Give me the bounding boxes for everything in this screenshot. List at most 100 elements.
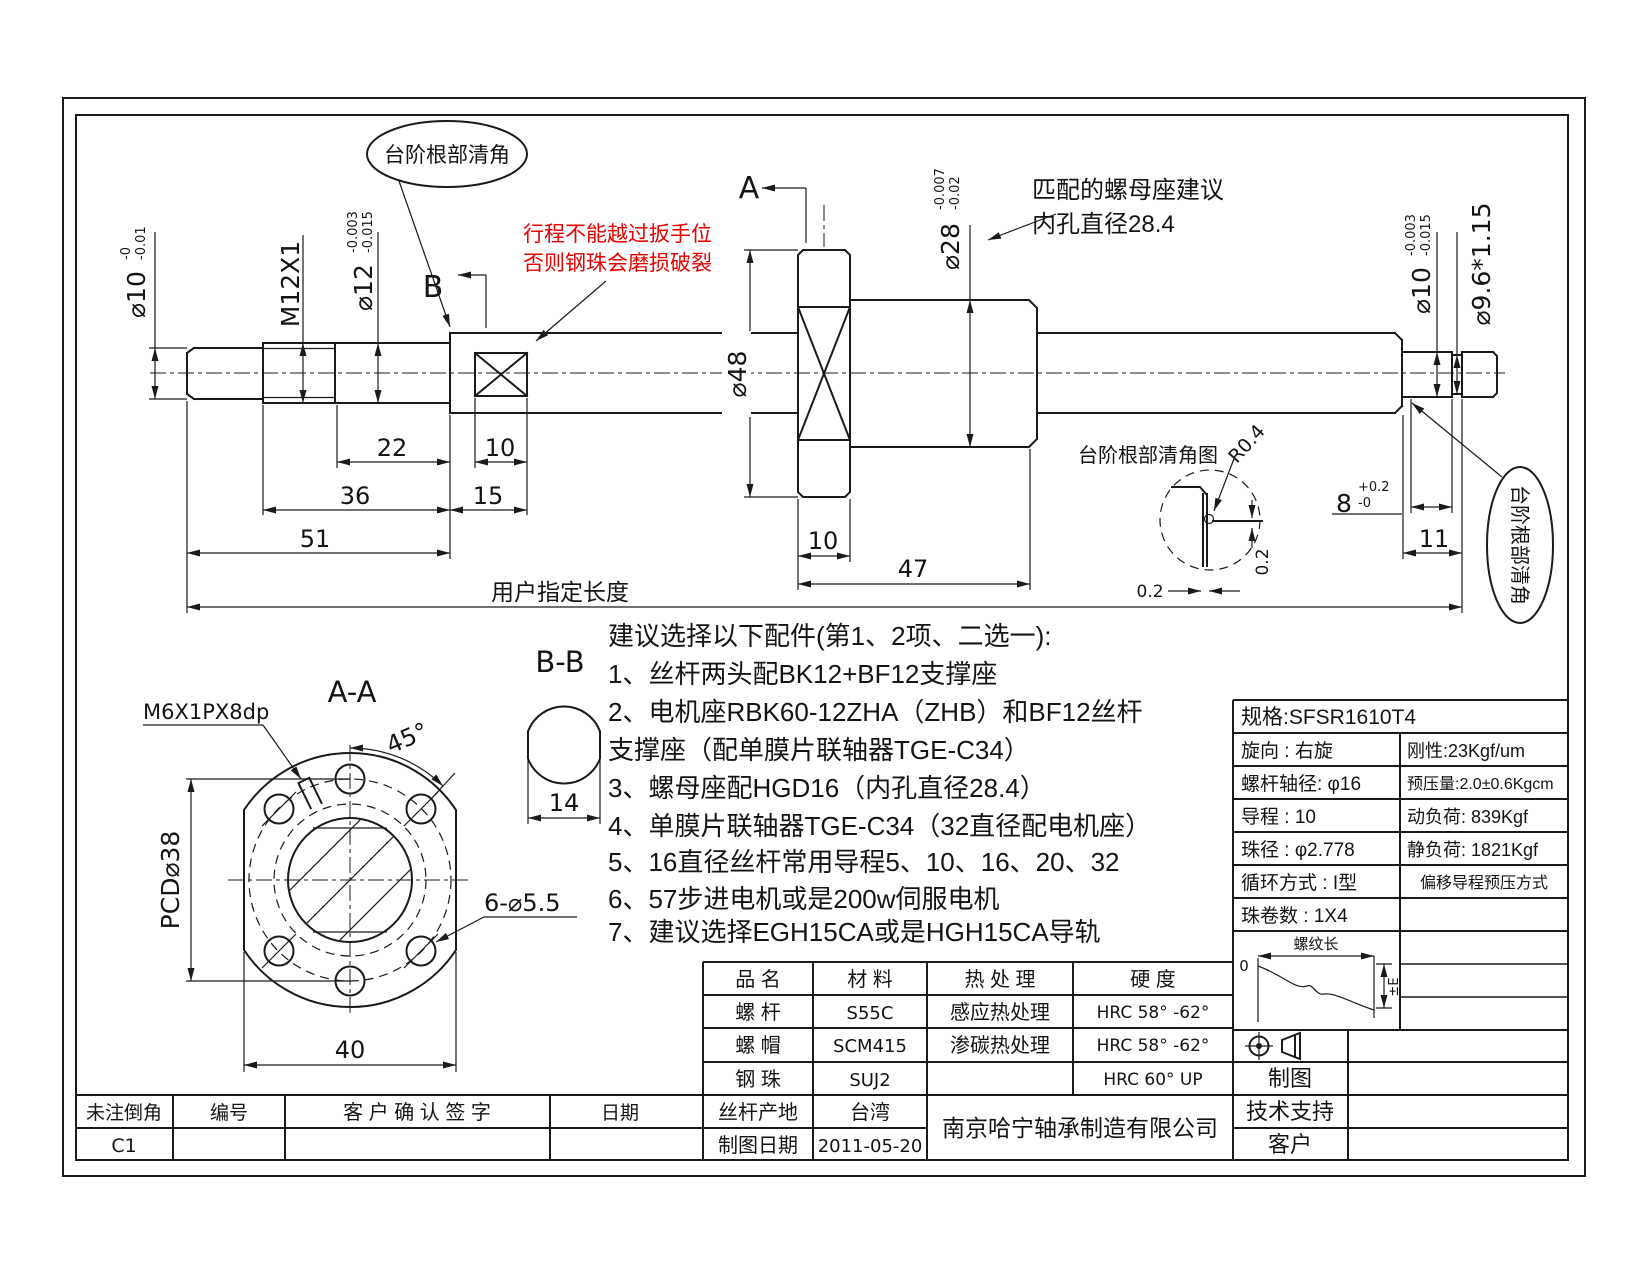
detail-view: 台阶根部清角图 R0.4 0.2 0.2 <box>1078 421 1273 602</box>
svg-text:-0.02: -0.02 <box>948 176 963 210</box>
svg-text:±E: ±E <box>1387 977 1402 996</box>
aa-pcd: PCD⌀38 <box>156 831 185 930</box>
hint-line2: 内孔直径28.4 <box>1032 211 1175 238</box>
date-label: 制图日期 <box>718 1134 798 1157</box>
note-line: 5、16直径丝杆常用导程5、10、16、20、32 <box>608 847 1120 877</box>
svg-text:珠径 : φ2.778: 珠径 : φ2.778 <box>1241 839 1355 861</box>
aa-45: 45° <box>382 717 432 759</box>
origin-label: 丝杆产地 <box>718 1101 798 1124</box>
section-a-letter: A <box>739 171 760 206</box>
svg-text:-0.003: -0.003 <box>1404 214 1419 256</box>
aa-m6-label: M6X1PX8dp <box>143 700 269 724</box>
spec-title: 规格:SFSR1610T4 <box>1241 706 1416 729</box>
svg-text:HRC 58° -62°: HRC 58° -62° <box>1097 1036 1210 1056</box>
chamfer-label: 未注倒角 <box>86 1102 162 1124</box>
warning-line1: 行程不能越过扳手位 <box>523 223 712 246</box>
svg-text:+0.2: +0.2 <box>1358 480 1390 495</box>
dim-15: 15 <box>473 482 504 510</box>
dim-d10-left: ⌀10 -0 -0.01 <box>119 226 151 318</box>
drawing-border <box>62 97 1586 1177</box>
svg-text:偏移导程预压方式: 偏移导程预压方式 <box>1420 874 1548 892</box>
spec-table: 规格:SFSR1610T4 旋向 : 右旋 刚性:23Kgf/um 螺杆轴径: … <box>1232 699 1568 1160</box>
svg-text:感应热处理: 感应热处理 <box>950 1001 1050 1024</box>
svg-text:SCM415: SCM415 <box>833 1036 907 1057</box>
svg-text:⌀10: ⌀10 <box>1407 267 1436 314</box>
svg-text:钢 珠: 钢 珠 <box>735 1068 781 1091</box>
dim-11: 11 <box>1419 525 1450 553</box>
svg-text:⌀12: ⌀12 <box>349 264 378 311</box>
svg-text:螺杆轴径: φ16: 螺杆轴径: φ16 <box>1241 773 1361 795</box>
detail-title: 台阶根部清角图 <box>1078 444 1218 467</box>
aa-holes-label: 6-⌀5.5 <box>484 889 561 917</box>
svg-text:-0.007: -0.007 <box>933 168 948 210</box>
svg-text:⌀10: ⌀10 <box>122 271 151 318</box>
svg-text:-0.015: -0.015 <box>361 211 376 253</box>
detail-gap-v: 0.2 <box>1253 548 1273 575</box>
end-journal <box>1401 350 1498 399</box>
dim-10b: 10 <box>808 527 839 555</box>
svg-text:-0.015: -0.015 <box>1419 214 1434 256</box>
svg-text:循环方式 : I型: 循环方式 : I型 <box>1241 872 1357 894</box>
svg-text:硬 度: 硬 度 <box>1130 968 1176 991</box>
dim-d28: ⌀28 -0.007 -0.02 <box>933 168 965 270</box>
hint-line1: 匹配的螺母座建议 <box>1032 177 1224 204</box>
nut-flange <box>796 249 852 498</box>
note-line: 4、单膜片联轴器TGE-C34（32直径配电机座） <box>608 811 1151 841</box>
dim-47: 47 <box>898 555 929 583</box>
note-line: 7、建议选择EGH15CA或是HGH15CA导轨 <box>608 917 1101 947</box>
svg-text:静负荷: 1821Kgf: 静负荷: 1821Kgf <box>1407 840 1539 860</box>
aa-view: A-A PCD⌀38 <box>143 675 577 1072</box>
dim-10a: 10 <box>485 434 516 462</box>
svg-text:螺 杆: 螺 杆 <box>735 1001 781 1024</box>
nut-body <box>849 299 1038 448</box>
aa-40: 40 <box>335 1036 366 1064</box>
dim-d96: ⌀9.6*1.15 <box>1467 203 1496 326</box>
materials-table: 品 名 材 料 热 处 理 硬 度 螺 杆 S55C 感应热处理 HRC 58°… <box>702 961 1233 1160</box>
svg-text:-0: -0 <box>1358 496 1371 511</box>
svg-text:-0.01: -0.01 <box>134 226 149 260</box>
callout-step-left: 台阶根部清角 <box>366 120 528 328</box>
dim-8: 8 +0.2 -0 <box>1336 480 1390 518</box>
projection-symbols <box>1245 1031 1301 1061</box>
svg-text:热 处 理: 热 处 理 <box>964 968 1035 991</box>
bb-view: B-B 14 <box>527 645 601 824</box>
dimensions <box>149 225 1463 613</box>
dim-d12: ⌀12 -0.003 -0.015 <box>346 211 378 311</box>
no-label: 编号 <box>210 1102 248 1124</box>
draw-label: 制图 <box>1268 1066 1312 1091</box>
section-markers: A B <box>423 171 807 328</box>
aa-title: A-A <box>328 675 377 709</box>
notes: 建议选择以下配件(第1、2项、二选一): 1、丝杆两头配BK12+BF12支撑座… <box>608 621 1151 947</box>
svg-text:HRC 58° -62°: HRC 58° -62° <box>1097 1003 1210 1023</box>
svg-text:台阶根部清角: 台阶根部清角 <box>1508 485 1531 605</box>
callout-warning: 行程不能越过扳手位 否则钢珠会磨损破裂 <box>523 223 712 342</box>
svg-text:SUJ2: SUJ2 <box>849 1070 890 1091</box>
svg-text:品 名: 品 名 <box>735 968 781 991</box>
wrench-flat-keyway <box>473 351 529 398</box>
note-line: 建议选择以下配件(第1、2项、二选一): <box>608 621 1051 651</box>
dimension-texts: 22 10 36 15 51 10 47 11 用户指定长度 ⌀10 -0 -0… <box>119 168 1496 605</box>
section-b-letter: B <box>423 270 444 305</box>
note-line: 6、57步进电机或是200w伺服电机 <box>608 884 1000 914</box>
dim-d10-right: ⌀10 -0.003 -0.015 <box>1404 214 1436 314</box>
svg-text:动负荷: 839Kgf: 动负荷: 839Kgf <box>1407 807 1529 827</box>
svg-text:螺纹长: 螺纹长 <box>1293 936 1338 953</box>
flange-outline <box>243 752 457 1008</box>
callout-step-right: 台阶根部清角 <box>1411 402 1554 624</box>
svg-text:-0: -0 <box>119 247 134 260</box>
note-line: 支撑座（配单膜片联轴器TGE-C34） <box>608 735 1030 765</box>
user-length-label: 用户指定长度 <box>491 579 629 605</box>
note-line: 3、螺母座配HGD16（内孔直径28.4） <box>608 773 1046 803</box>
detail-gap-h: 0.2 <box>1136 582 1163 602</box>
origin-value: 台湾 <box>850 1101 890 1124</box>
chamfer-value: C1 <box>111 1135 136 1157</box>
bb-14: 14 <box>549 789 580 817</box>
dim-36: 36 <box>340 482 371 510</box>
m6-hole <box>297 776 323 810</box>
dim-22: 22 <box>377 434 408 462</box>
tb-date-label: 日期 <box>601 1102 639 1124</box>
svg-text:珠卷数 : 1X4: 珠卷数 : 1X4 <box>1241 905 1348 927</box>
dim-51: 51 <box>300 525 331 553</box>
